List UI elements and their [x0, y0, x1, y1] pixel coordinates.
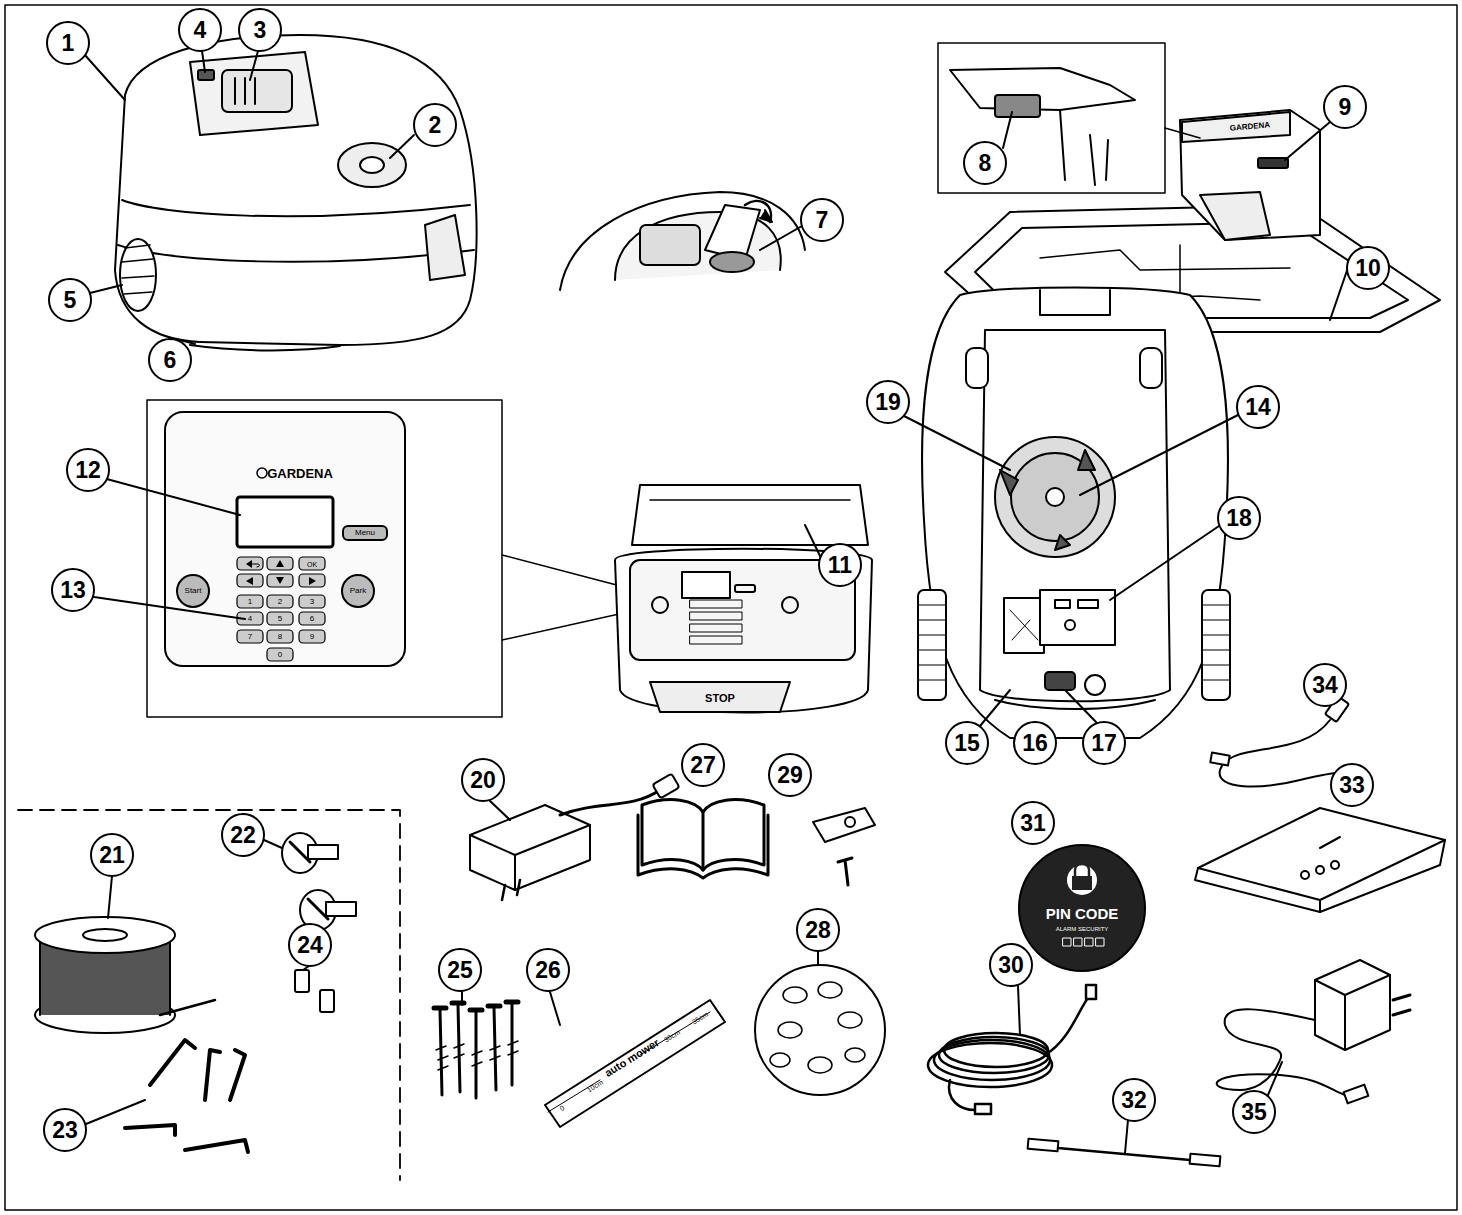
callout-number: 31: [1011, 801, 1055, 845]
brand-logo: GARDENA: [267, 467, 333, 480]
callout-number: 26: [526, 948, 570, 992]
callout-number: 2: [413, 103, 457, 147]
screws: [434, 1002, 518, 1098]
pegs: [86, 1040, 248, 1152]
key-label: 5: [278, 615, 282, 623]
callout-number: 4: [178, 8, 222, 52]
callout-number: 15: [945, 721, 989, 765]
callout-number: 9: [1323, 85, 1367, 129]
adapter: [1217, 960, 1410, 1103]
key-label: Menu: [355, 529, 375, 537]
kit-bracket: [18, 810, 400, 1180]
callout-number: 12: [66, 448, 110, 492]
callout-number: 18: [1217, 496, 1261, 540]
callout-number: 11: [818, 543, 862, 587]
key-label: 6: [310, 615, 314, 623]
robot-mower: [84, 35, 477, 350]
key-label: OK: [307, 561, 317, 568]
mower-lid-open: [615, 485, 872, 713]
callout-number: 13: [51, 568, 95, 612]
ruler: [545, 992, 725, 1127]
callout-number: 29: [768, 753, 812, 797]
callout-number: 10: [1346, 246, 1390, 290]
callout-number: 32: [1112, 1078, 1156, 1122]
marker-disc: [755, 965, 885, 1095]
callout-number: 33: [1330, 763, 1374, 807]
callout-number: 22: [221, 813, 265, 857]
key-label: 8: [278, 633, 282, 641]
callout-number: 7: [800, 198, 844, 242]
callout-number: 25: [438, 948, 482, 992]
callout-number: 6: [148, 338, 192, 382]
callout-number: 3: [238, 8, 282, 52]
control-panel: [94, 400, 628, 717]
key-label: 3: [310, 598, 314, 606]
manual-book: [638, 800, 768, 878]
callout-number: 17: [1082, 721, 1126, 765]
callout-number: 34: [1303, 663, 1347, 707]
key-label: 7: [248, 633, 252, 641]
sticker-text: PIN CODE: [1046, 906, 1119, 921]
callout-number: 8: [963, 141, 1007, 185]
callout-number: 20: [461, 758, 505, 802]
usb-cable: [1028, 1120, 1221, 1166]
connectors: [264, 833, 356, 930]
key-label: 4: [248, 615, 252, 623]
key-label: 2: [278, 598, 282, 606]
callout-number: 1: [46, 21, 90, 65]
callout-number: 16: [1013, 721, 1057, 765]
sticker-text: ALARM SECURITY: [1056, 926, 1109, 932]
callout-number: 27: [681, 743, 725, 787]
hatch-detail: [560, 192, 805, 290]
callout-number: 19: [866, 380, 910, 424]
callout-number: 35: [1232, 1090, 1276, 1134]
wire-spool: [35, 876, 215, 1033]
callout-number: 5: [48, 278, 92, 322]
callout-number: 21: [90, 833, 134, 877]
pin-sticker: [1019, 845, 1145, 971]
key-label: 0: [278, 651, 282, 659]
couplers: [295, 966, 334, 1012]
cable-coil: [928, 985, 1096, 1114]
callout-number: 14: [1236, 385, 1280, 429]
key-label: 1: [248, 598, 252, 606]
gateway: [1195, 808, 1445, 912]
callout-number: 23: [43, 1108, 87, 1152]
stop-label: STOP: [705, 693, 735, 704]
key-label: Park: [350, 587, 366, 595]
key-label: Start: [185, 587, 202, 595]
blade: [813, 808, 875, 885]
mower-underside: [904, 288, 1238, 739]
callout-number: 24: [288, 923, 332, 967]
key-label: 9: [310, 633, 314, 641]
callout-number: 30: [989, 943, 1033, 987]
callout-number: 28: [796, 908, 840, 952]
